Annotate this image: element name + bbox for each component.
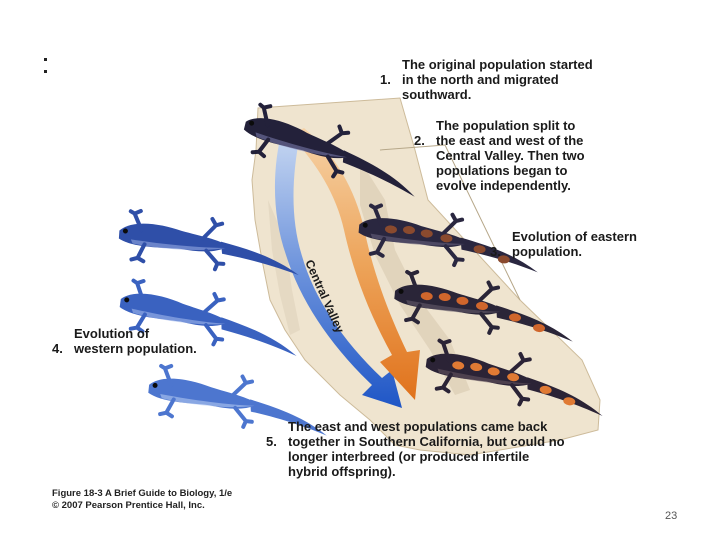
caption-1-text: The original population started in the n…	[402, 57, 662, 102]
caption-4-text: Evolution of western population.	[74, 326, 254, 356]
figure-credit-line-2: © 2007 Pearson Prentice Hall, Inc.	[52, 500, 232, 512]
salamander-leg	[131, 243, 144, 261]
page-number: 23	[665, 510, 677, 522]
caption-5: 5. The east and west populations came ba…	[266, 419, 277, 464]
salamander-leg	[160, 398, 174, 416]
caption-5-text: The east and west populations came back …	[288, 419, 648, 479]
salamander-leg	[204, 293, 225, 315]
caption-3-text: Evolution of eastern population.	[512, 229, 692, 259]
salamander-leg	[203, 218, 222, 239]
salamander-leg	[233, 408, 253, 428]
caption-4: 4. Evolution of western population.	[52, 326, 63, 371]
caption-1: 1. The original population started in th…	[380, 57, 391, 102]
caption-4-number: 4.	[52, 341, 63, 356]
caption-3: 3. Evolution of eastern population.	[490, 229, 501, 274]
stray-mark	[44, 58, 47, 61]
figure-credit: Figure 18-3 A Brief Guide to Biology, 1/…	[52, 488, 232, 512]
caption-1-number: 1.	[380, 72, 391, 87]
caption-2-text: The population split to the east and wes…	[436, 118, 656, 193]
caption-2-number: 2.	[414, 133, 425, 148]
caption-5-number: 5.	[266, 434, 277, 449]
figure-credit-line-1: Figure 18-3 A Brief Guide to Biology, 1/…	[52, 488, 232, 500]
salamander-leg	[232, 376, 252, 398]
stray-mark	[44, 70, 47, 73]
salamander-leg	[205, 251, 224, 270]
caption-2: 2. The population split to the east and …	[414, 118, 425, 163]
caption-3-number: 3.	[490, 244, 501, 259]
